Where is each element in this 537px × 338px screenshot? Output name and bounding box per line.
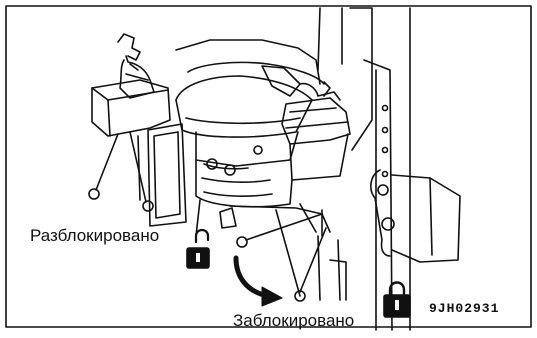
seat	[176, 8, 342, 166]
unlocked-padlock-icon	[187, 230, 209, 268]
locked-label: Заблокировано	[233, 311, 354, 331]
left-joystick-console	[89, 34, 186, 226]
lever-unlock-knob	[237, 237, 247, 247]
lock-lever	[237, 210, 346, 301]
figure-border	[6, 6, 531, 327]
seat-base	[196, 146, 330, 236]
figure-code: 9JH02931	[429, 301, 499, 316]
cab-pillar	[350, 8, 410, 330]
right-console	[371, 170, 460, 262]
right-joystick	[262, 66, 350, 180]
curved-arrow-icon	[236, 258, 282, 306]
locked-padlock-icon	[384, 283, 410, 318]
unlocked-label: Разблокировано	[30, 226, 159, 246]
